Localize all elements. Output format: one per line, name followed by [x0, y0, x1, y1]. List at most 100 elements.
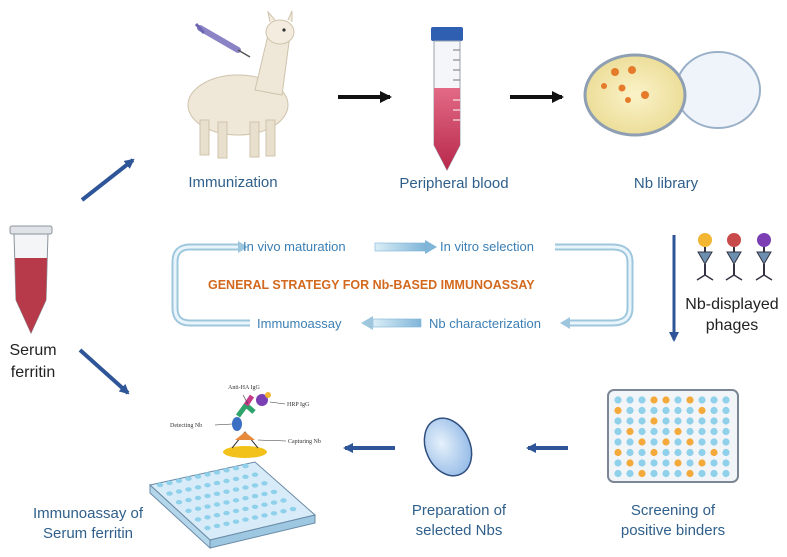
elisa-well: [251, 504, 259, 509]
elisa-well: [270, 511, 278, 516]
microplate-well: [722, 417, 730, 425]
elisa-well: [232, 487, 240, 492]
microplate-well: [638, 459, 646, 467]
label-nb-library: Nb library: [633, 175, 699, 192]
elisa-well: [251, 515, 259, 520]
microplate-well: [686, 396, 694, 404]
cycle-in-vitro: In vitro selection: [440, 239, 534, 254]
diagram-title: GENERAL STRATEGY FOR Nb-BASED IMMUNOASSA…: [208, 278, 535, 292]
microplate-well: [698, 427, 706, 436]
elisa-well: [289, 506, 297, 512]
label-screening-line2: positive binders: [620, 522, 726, 539]
elisa-well: [213, 470, 221, 475]
alpaca-icon: [187, 10, 295, 159]
microplate-well: [674, 417, 682, 425]
microplate-well: [614, 448, 622, 457]
elisa-well: [251, 472, 259, 477]
elisa-well: [223, 500, 230, 505]
elisa-well: [194, 495, 202, 501]
elisa-well: [223, 510, 230, 516]
microplate-well: [674, 406, 682, 415]
microplate-well: [686, 438, 694, 446]
microplate-well: [650, 469, 658, 478]
elisa-well: [204, 472, 211, 477]
microplate-well: [626, 406, 634, 415]
elisa-well: [166, 491, 173, 496]
microplate-well: [686, 459, 694, 467]
microplate-well: [662, 469, 670, 478]
microplate-well: [686, 417, 694, 425]
elisa-well: [213, 480, 221, 486]
elisa-well: [242, 517, 249, 522]
microplate-well: [710, 406, 718, 415]
elisa-well: [270, 500, 278, 505]
ellipse-nb-icon: [423, 417, 473, 477]
elisa-well: [232, 498, 240, 503]
label-nb-phages-line2: phages: [705, 317, 759, 334]
assay-complex: Anti-HA IgG HRP IgG Detecting Nb Capturi…: [170, 385, 321, 458]
microplate-well: [662, 427, 670, 436]
microplate-well: [674, 396, 682, 404]
elisa-well: [194, 474, 202, 479]
elisa-well: [213, 513, 221, 518]
elisa-well: [280, 498, 287, 503]
label-screening-line1: Screening of: [630, 502, 716, 519]
eppendorf-tube-icon: [9, 225, 53, 335]
elisa-well: [175, 489, 183, 494]
microplate-well: [674, 427, 682, 436]
microplate-well: [626, 469, 634, 478]
elisa-well: [194, 485, 202, 490]
elisa-well: [261, 513, 268, 518]
elisa-well: [185, 487, 192, 492]
elisa-well: [223, 478, 230, 484]
cycle-loop: [171, 240, 634, 330]
microplate-well: [614, 438, 622, 446]
cycle-in-vivo: In vivo maturation: [243, 239, 346, 254]
label-capturing: Capturing Nb: [288, 439, 321, 445]
microplate-well: [626, 448, 634, 457]
label-immunoassay-line2: Serum ferritin: [42, 525, 134, 542]
elisa-well: [280, 509, 287, 514]
microplate-well: [614, 396, 622, 404]
label-serum-line1: Serum: [9, 342, 57, 359]
label-hrp: HRP IgG: [287, 402, 310, 408]
elisa-well: [242, 485, 249, 490]
elisa-well: [204, 525, 211, 531]
microplate-well: [662, 396, 670, 404]
microplate-well: [686, 448, 694, 457]
elisa-well: [185, 476, 192, 481]
microplate-well: [662, 406, 670, 415]
label-immunoassay-line1: Immunoassay of: [32, 505, 144, 522]
elisa-well: [175, 500, 183, 505]
elisa-well: [232, 476, 240, 482]
microplate-well: [710, 469, 718, 478]
microplate-well: [710, 448, 718, 457]
microplate-well: [614, 406, 622, 415]
elisa-well: [194, 506, 202, 511]
elisa-well: [270, 489, 278, 495]
microplate-well: [626, 396, 634, 404]
microplate-well: [686, 406, 694, 415]
microplate-well: [722, 396, 730, 404]
microplate-well: [638, 427, 646, 436]
elisa-well: [261, 502, 268, 507]
microplate-well: [698, 469, 706, 478]
microplate-well: [674, 469, 682, 478]
label-detecting: Detecting Nb: [170, 423, 202, 429]
microplate-well: [710, 396, 718, 404]
elisa-well: [213, 523, 221, 529]
elisa-well: [242, 463, 249, 469]
microplate-well: [650, 417, 658, 425]
elisa-well: [204, 493, 211, 499]
microplate-well: [698, 459, 706, 467]
microplate-well: [710, 427, 718, 436]
microplate-well: [710, 417, 718, 425]
arrow-serum-to-immunoassay: [78, 348, 130, 395]
microplate-well: [638, 417, 646, 425]
microplate-well: [674, 448, 682, 457]
label-preparation-line1: Preparation of: [411, 502, 507, 519]
microplate-well: [686, 427, 694, 436]
elisa-well: [251, 493, 259, 499]
microplate-well: [614, 459, 622, 467]
elisa-well: [242, 496, 249, 501]
